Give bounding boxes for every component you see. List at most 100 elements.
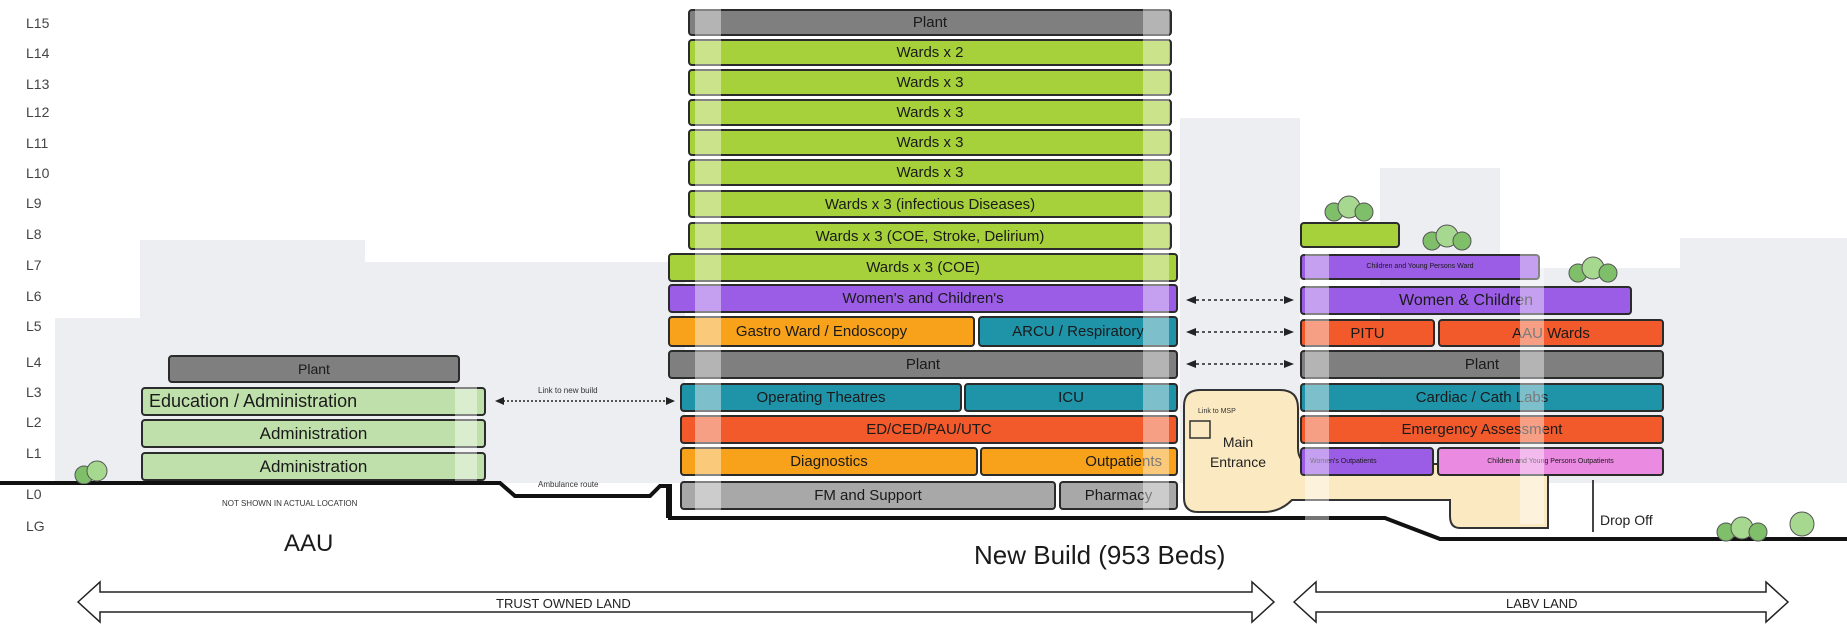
level-label: L0 (26, 486, 42, 502)
rb-l3-cardiac: Cardiac / Cath Labs (1300, 383, 1664, 412)
rb-l1-left-label: Women's Outpatients (1310, 457, 1377, 465)
ambulance-route-label: Ambulance route (538, 480, 599, 489)
aau-admin-l2-label: Administration (259, 423, 368, 443)
aau-title: AAU (284, 530, 334, 557)
tree-icon (1568, 256, 1618, 283)
nb-l5-right-label: ARCU / Respiratory (1012, 323, 1144, 340)
nb-l1-outpatients: Outpatients (980, 447, 1178, 476)
rb-l6-label: Women & Children (1399, 291, 1533, 309)
nb-l5-gastro: Gastro Ward / Endoscopy (668, 316, 975, 347)
tree-icon (1324, 195, 1374, 222)
level-label: L13 (26, 76, 50, 92)
land-arrows (76, 580, 1790, 624)
level-label: L6 (26, 288, 42, 304)
nb-l13-wards: Wards x 3 (688, 69, 1172, 96)
nb-l13-label: Wards x 3 (896, 74, 964, 91)
level-label: L8 (26, 226, 42, 242)
nb-l11-label: Wards x 3 (896, 134, 964, 151)
tree-icon (1716, 516, 1768, 542)
level-label: L2 (26, 414, 42, 430)
level-label: L12 (26, 104, 50, 120)
nb-l10-wards: Wards x 3 (688, 159, 1172, 186)
skyline-left-1 (55, 318, 140, 483)
level-label: L5 (26, 318, 42, 334)
nb-l12-wards: Wards x 3 (688, 99, 1172, 126)
nb-l4-plant: Plant (668, 350, 1178, 379)
nb-l9-label: Wards x 3 (infectious Diseases) (824, 195, 1036, 213)
aau-admin-l1-label: Administration (259, 456, 368, 476)
nb-l14-wards: Wards x 2 (688, 39, 1172, 66)
rb-l6-women-children: Women & Children (1300, 286, 1632, 315)
trust-land-label: TRUST OWNED LAND (496, 596, 631, 611)
aau-plant-label: Plant (298, 361, 330, 377)
nb-l10-label: Wards x 3 (896, 164, 964, 181)
nb-l14-label: Wards x 2 (896, 44, 964, 61)
rb-l4-label: Plant (1464, 356, 1500, 373)
rb-l2-emergency: Emergency Assessment (1300, 415, 1664, 444)
labv-land-label: LABV LAND (1506, 596, 1578, 611)
rb-l4-plant: Plant (1300, 350, 1664, 379)
level-label: L7 (26, 257, 42, 273)
rb-l3-label: Cardiac / Cath Labs (1415, 389, 1549, 406)
rb-roof-garden (1300, 222, 1400, 248)
link-arrows (1186, 296, 1294, 368)
nb-l7-label: Wards x 3 (COE) (866, 259, 980, 276)
level-label: L10 (26, 165, 50, 181)
tree-icon (74, 460, 108, 484)
level-label: L4 (26, 354, 42, 370)
nb-l6-label: Women's and Children's (842, 290, 1004, 307)
nb-l11-wards: Wards x 3 (688, 129, 1172, 156)
link-msp-label: Link to MSP (1198, 408, 1236, 415)
nb-l15-label: Plant (912, 14, 948, 31)
nb-l0-fm: FM and Support (680, 481, 1056, 510)
nb-l3-right-label: ICU (1058, 389, 1084, 406)
drop-off-post (1592, 480, 1594, 532)
tree-icon (1422, 224, 1472, 251)
rb-l5-aau-wards: AAU Wards (1438, 319, 1664, 347)
rb-l5-pitu: PITU (1300, 319, 1435, 347)
skyline-right-3 (1680, 238, 1847, 483)
nb-l1-right-label: Outpatients (1085, 453, 1162, 470)
nb-l3-left-label: Operating Theatres (756, 389, 886, 406)
nb-l0-right-label: Pharmacy (1084, 487, 1153, 504)
new-build-title: New Build (953 Beds) (974, 540, 1226, 570)
nb-l15-plant: Plant (688, 9, 1172, 36)
nb-l12-label: Wards x 3 (896, 104, 964, 121)
nb-l2-label: ED/CED/PAU/UTC (866, 421, 992, 438)
nb-l8-label: Wards x 3 (COE, Stroke, Delirium) (815, 227, 1045, 245)
nb-l7-wards: Wards x 3 (COE) (668, 253, 1178, 282)
rb-l5-right-label: AAU Wards (1512, 324, 1590, 342)
link-new-build-label: Link to new build (538, 386, 598, 395)
level-label: L3 (26, 384, 42, 400)
aau-education-label: Education / Administration (149, 391, 358, 411)
level-label: L14 (26, 45, 50, 61)
rb-l1-right-label: Children and Young Persons Outpatients (1487, 457, 1614, 465)
nb-l1-diagnostics: Diagnostics (680, 447, 978, 476)
main-entrance-shape (1183, 389, 1549, 529)
rb-l2-label: Emergency Assessment (1401, 421, 1563, 438)
level-label: L9 (26, 195, 42, 211)
aau-education-admin: Education / Administration (141, 387, 486, 416)
main-entrance-label: Main Entrance (1209, 434, 1267, 470)
level-label: L15 (26, 15, 50, 31)
rb-l1-womens-outpatients: Women's Outpatients (1300, 447, 1434, 476)
nb-l1-left-label: Diagnostics (790, 453, 868, 470)
level-label: LG (26, 518, 45, 534)
nb-l3-icu: ICU (964, 383, 1178, 412)
aau-plant: Plant (168, 355, 460, 383)
aau-admin-l1: Administration (141, 452, 486, 481)
nb-l8-wards: Wards x 3 (COE, Stroke, Delirium) (688, 222, 1172, 250)
nb-l3-theatres: Operating Theatres (680, 383, 962, 412)
nb-l4-label: Plant (905, 356, 941, 373)
nb-l2-ed: ED/CED/PAU/UTC (680, 415, 1178, 444)
nb-l9-wards: Wards x 3 (infectious Diseases) (688, 190, 1172, 218)
drop-off-label: Drop Off (1600, 512, 1653, 528)
rb-l7-children-ward: Children and Young Persons Ward (1300, 254, 1540, 280)
nb-l5-arcu: ARCU / Respiratory (978, 316, 1178, 347)
nb-l0-pharmacy: Pharmacy (1059, 481, 1178, 510)
level-label: L1 (26, 445, 42, 461)
nb-l0-left-label: FM and Support (814, 487, 922, 504)
rb-l1-children-outpatients: Children and Young Persons Outpatients (1437, 447, 1664, 476)
